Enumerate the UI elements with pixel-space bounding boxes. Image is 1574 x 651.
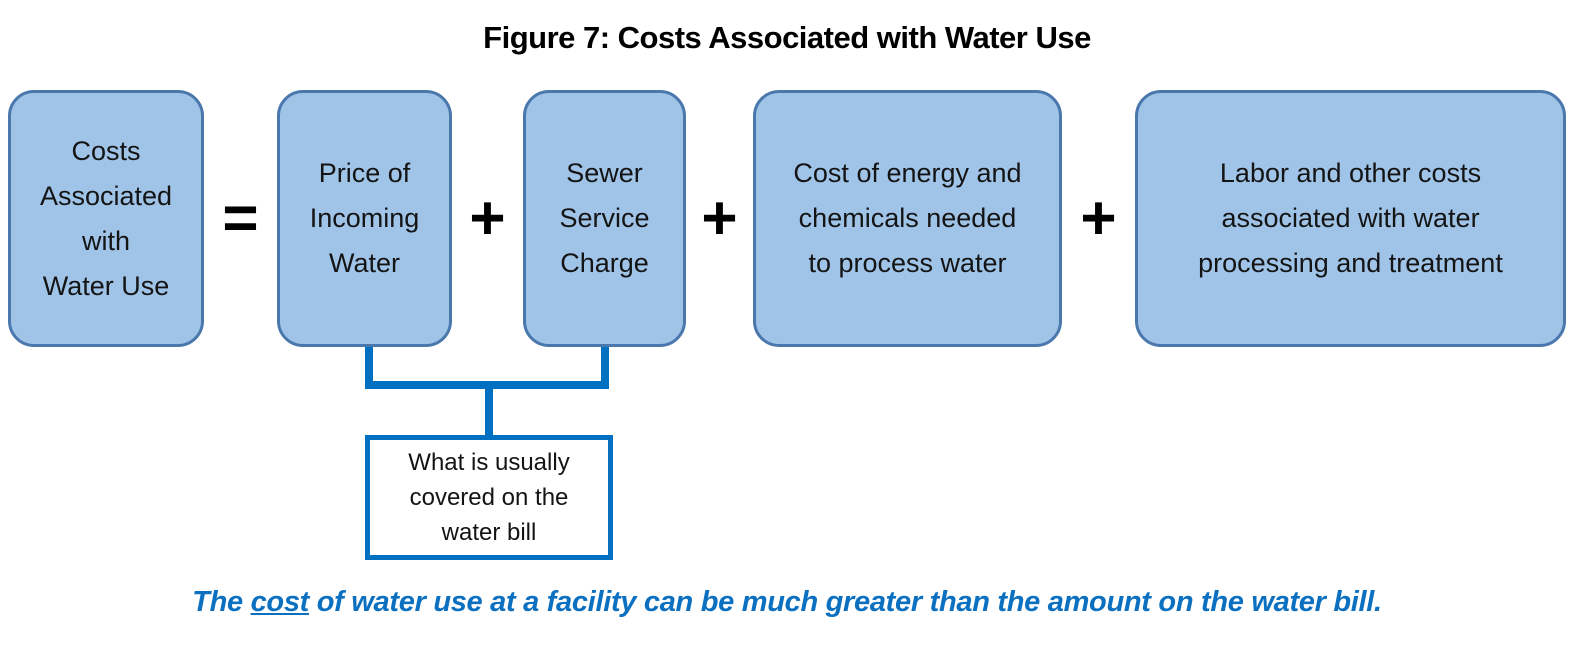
term-box-line: Service	[559, 203, 650, 233]
term-box-price-of-incoming-water: Price of Incoming Water	[277, 90, 452, 347]
term-box-line: associated with water	[1221, 203, 1480, 233]
result-box-line: Water Use	[42, 270, 170, 301]
connector-left-vertical-line	[365, 347, 373, 385]
term-box-line: Cost of energy and	[793, 158, 1022, 188]
result-box-line: with	[81, 225, 130, 256]
result-box-line: Associated	[39, 180, 173, 211]
term-box-line: Price of	[318, 158, 411, 188]
term-box-line: chemicals needed	[798, 203, 1017, 233]
result-box-costs-associated-with-water-use: Costs Associated with Water Use	[8, 90, 204, 347]
term-box-line: to process water	[808, 248, 1007, 278]
caption-suffix: of water use at a facility can be much g…	[309, 586, 1382, 618]
annotation-line: What is usually	[408, 449, 570, 476]
caption-underlined-word: cost	[250, 586, 310, 618]
term-box-line: Charge	[560, 248, 649, 278]
connector-right-vertical-line	[601, 347, 609, 385]
term-box-line: Incoming	[309, 203, 420, 233]
figure-title: Figure 7: Costs Associated with Water Us…	[483, 20, 1091, 55]
caption-prefix: The	[192, 586, 251, 618]
term-box-line: Water	[328, 248, 400, 278]
plus-operator-1: +	[469, 184, 506, 253]
plus-operator-2: +	[701, 184, 738, 253]
term-box-line: Sewer	[566, 158, 643, 188]
result-box-line: Costs	[71, 135, 141, 166]
equals-operator: =	[222, 184, 259, 253]
term-box-line: processing and treatment	[1198, 248, 1503, 278]
term-box-sewer-service-charge: Sewer Service Charge	[523, 90, 686, 347]
annotation-line: covered on the	[409, 484, 569, 511]
caption: The cost of water use at a facility can …	[0, 586, 1574, 619]
term-box-energy-and-chemicals: Cost of energy and chemicals needed to p…	[753, 90, 1062, 347]
annotation-box-water-bill-coverage: What is usually covered on the water bil…	[365, 435, 613, 560]
plus-operator-3: +	[1080, 184, 1117, 253]
connector-horizontal-line	[365, 381, 609, 389]
connector-center-drop-line	[485, 389, 493, 437]
term-box-labor-and-other-costs: Labor and other costs associated with wa…	[1135, 90, 1566, 347]
annotation-line: water bill	[441, 519, 537, 546]
term-box-line: Labor and other costs	[1219, 158, 1482, 188]
